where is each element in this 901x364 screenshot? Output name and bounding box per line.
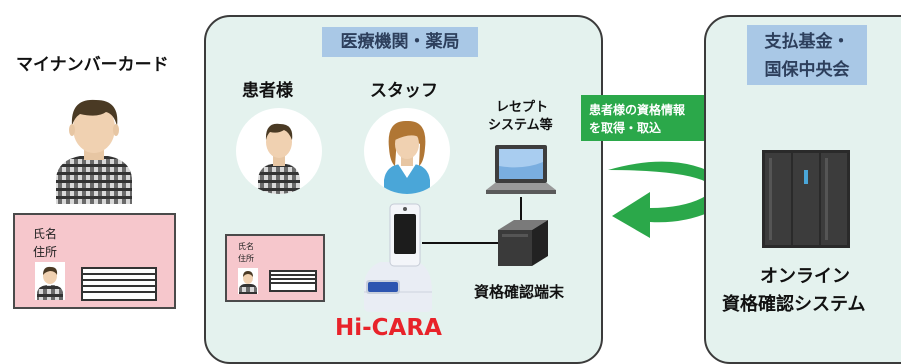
fund-header: 支払基金・ 国保中央会 (747, 25, 867, 85)
system-label-line2: 資格確認システム (722, 294, 866, 315)
patient-label: 患者様 (242, 81, 293, 101)
fund-header-line1: 支払基金・ (764, 32, 850, 52)
terminal-label: 資格確認端末 (474, 283, 565, 301)
laptop-icon (486, 145, 556, 194)
small-card-text-lines (269, 270, 317, 292)
small-id-card: 氏名 住所 (225, 234, 325, 302)
person-avatar-icon (56, 99, 132, 204)
system-label-line1: オンライン (760, 266, 850, 287)
mynumber-card-title: マイナンバーカード (16, 55, 169, 75)
card-name-label: 氏名 (33, 227, 58, 241)
patient-icon (258, 123, 300, 194)
staff-avatar (364, 108, 450, 194)
receipt-system-label-line2: システム等 (488, 118, 553, 133)
small-card-address-label: 住所 (238, 254, 254, 263)
staff-label: スタッフ (370, 81, 438, 101)
server-rack-icon (762, 150, 850, 248)
flow-label-line2: を取得・取込 (589, 121, 662, 135)
card-text-lines (81, 267, 157, 301)
flow-label-line1: 患者様の資格情報 (589, 103, 686, 117)
hi-cara-device-icon (363, 203, 432, 312)
receipt-system-label-line1: レセプト (496, 100, 549, 115)
flow-info-box (581, 95, 712, 141)
network-lines (422, 197, 522, 244)
staff-icon (384, 120, 430, 194)
card-photo-icon (35, 262, 65, 300)
card-address-label: 住所 (33, 245, 58, 259)
small-card-name-label: 氏名 (238, 242, 254, 251)
fund-header-line2: 国保中央会 (764, 60, 850, 80)
small-card-photo-icon (238, 268, 258, 294)
hi-cara-label: Hi-CARA (335, 315, 442, 341)
terminal-server-icon (498, 220, 548, 266)
data-flow-arrow-icon (608, 161, 731, 238)
facility-header: 医療機関・薬局 (322, 27, 478, 57)
mynumber-card: 氏名 住所 (13, 213, 176, 309)
patient-avatar (236, 108, 322, 194)
